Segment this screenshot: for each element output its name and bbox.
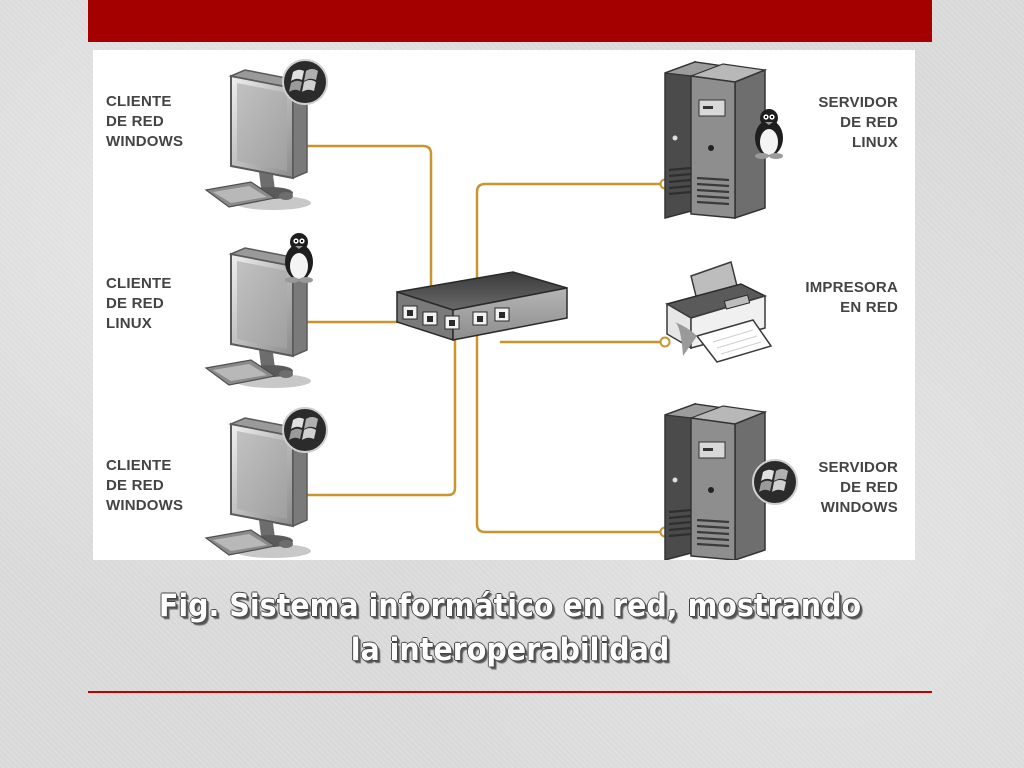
label-line: IMPRESORA — [805, 279, 898, 296]
label-printer: IMPRESORA EN RED — [805, 278, 898, 318]
cable-server-linux — [475, 182, 667, 534]
network-diagram-figure: CLIENTE DE RED WINDOWS CLIENTE DE RED LI… — [93, 50, 915, 560]
label-line: SERVIDOR — [818, 459, 898, 476]
label-line: WINDOWS — [106, 133, 184, 150]
label-server-windows: SERVIDOR DE RED WINDOWS — [818, 458, 898, 518]
label-line: DE RED — [840, 114, 898, 131]
cable-client-windows-1 — [289, 144, 433, 326]
label-line: DE RED — [106, 295, 164, 312]
label-client-windows-1: CLIENTE DE RED WINDOWS — [106, 92, 183, 152]
windows-logo-icon — [752, 459, 798, 505]
network-switch — [396, 271, 568, 342]
label-line: LINUX — [852, 134, 898, 151]
cable-client-windows-2 — [289, 326, 457, 497]
bottom-divider — [88, 691, 932, 693]
server-tower-windows — [663, 402, 767, 560]
label-line: CLIENTE — [106, 457, 172, 474]
label-line: CLIENTE — [106, 93, 172, 110]
caption-line-1: Fig. Sistema informático en red, mostran… — [158, 588, 862, 624]
network-printer — [665, 261, 773, 363]
network-cables — [289, 144, 667, 534]
label-line: LINUX — [106, 315, 152, 332]
label-line: SERVIDOR — [818, 94, 898, 111]
label-line: DE RED — [106, 113, 164, 130]
server-tower-linux — [663, 60, 767, 220]
label-line: CLIENTE — [106, 275, 172, 292]
label-line: DE RED — [840, 479, 898, 496]
label-line: WINDOWS — [820, 499, 898, 516]
label-server-linux: SERVIDOR DE RED LINUX — [818, 93, 898, 153]
windows-logo-icon — [282, 407, 328, 453]
figure-caption: Fig. Sistema informático en red, mostran… — [122, 584, 898, 672]
label-client-linux: CLIENTE DE RED LINUX — [106, 274, 172, 334]
label-line: DE RED — [106, 477, 164, 494]
caption-line-2: la interoperabilidad — [350, 632, 670, 668]
label-client-windows-2: CLIENTE DE RED WINDOWS — [106, 456, 183, 516]
top-accent-bar — [88, 0, 932, 42]
windows-logo-icon — [282, 59, 328, 105]
network-diagram — [205, 59, 798, 560]
label-line: WINDOWS — [106, 497, 184, 514]
label-line: EN RED — [840, 299, 898, 316]
